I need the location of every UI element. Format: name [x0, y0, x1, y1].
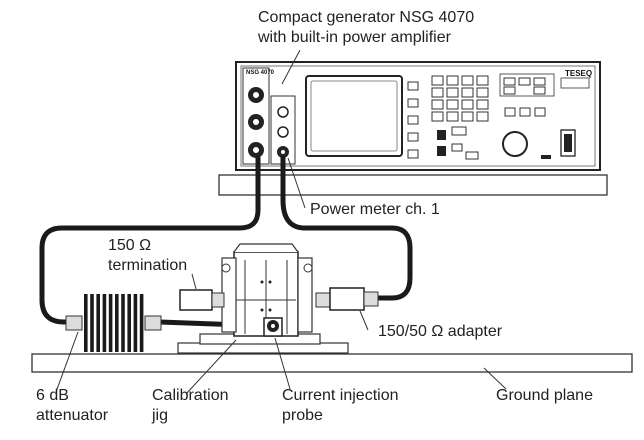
- rotary-knob-icon: [502, 131, 528, 157]
- attenuator-label-line2: attenuator: [36, 407, 109, 424]
- keypad: [431, 75, 489, 122]
- termination-label-line1: 150 Ω: [108, 237, 152, 254]
- attenuator-fin: [115, 294, 119, 352]
- attenuator-fin: [102, 294, 107, 352]
- attenuator-fin: [84, 294, 88, 352]
- leader-probe: [274, 337, 291, 390]
- leader-ground-plane: [483, 367, 507, 390]
- current-injection-probe: [263, 317, 283, 337]
- termination-label-line2: termination: [108, 257, 188, 274]
- attenuator-label-line1: 6 dB: [36, 387, 69, 404]
- attenuator-fin: [121, 294, 125, 352]
- ground-plane-label: Ground plane: [496, 387, 593, 404]
- keypad-key: [446, 87, 459, 98]
- keypad-key: [476, 111, 489, 122]
- power-switch-icon: [564, 134, 572, 152]
- keypad-key: [431, 99, 444, 110]
- generator-screen: [305, 75, 403, 157]
- generator-label-line1: Compact generator NSG 4070: [258, 9, 475, 26]
- leader-termination: [191, 273, 197, 290]
- device-brand-text: TESEQ: [565, 69, 593, 78]
- adapter-150-50-ohm: [315, 287, 379, 311]
- attenuator-fin: [133, 294, 138, 352]
- power-meter-label: Power meter ch. 1: [310, 201, 440, 218]
- keypad-key: [476, 75, 489, 86]
- attenuator-fin: [127, 294, 131, 352]
- cable-generator-to-attenuator: [39, 155, 261, 325]
- termination-150-ohm: [179, 289, 225, 311]
- attenuator-fin: [90, 294, 94, 352]
- probe-label-line2: probe: [282, 407, 323, 424]
- attenuator-6db: [65, 294, 162, 352]
- leader-attenuator: [55, 331, 79, 393]
- keypad-key: [431, 87, 444, 98]
- device-model-text: NSG 4070: [246, 70, 275, 76]
- keypad-key: [446, 99, 459, 110]
- leader-generator: [281, 49, 301, 85]
- keypad-key: [476, 99, 489, 110]
- generator-stand: [218, 174, 608, 196]
- keypad-key: [431, 111, 444, 122]
- keypad-key: [446, 111, 459, 122]
- calibration-label-line1: Calibration: [152, 387, 229, 404]
- keypad-key: [461, 111, 474, 122]
- keypad-key: [476, 87, 489, 98]
- keypad-key: [446, 75, 459, 86]
- keypad-key: [461, 87, 474, 98]
- adapter-label: 150/50 Ω adapter: [378, 323, 503, 340]
- keypad-key: [431, 75, 444, 86]
- keypad-key: [461, 75, 474, 86]
- ground-plane: [31, 353, 633, 373]
- attenuator-fin: [108, 294, 113, 352]
- leader-adapter: [359, 310, 369, 331]
- attenuator-fin: [96, 294, 100, 352]
- nsg-4070-generator: [235, 61, 601, 171]
- generator-label-line2: with built-in power amplifier: [258, 29, 451, 46]
- probe-label-line1: Current injection: [282, 387, 399, 404]
- leader-calibration: [185, 339, 237, 395]
- cable-power-meter-to-adapter: [280, 155, 413, 301]
- calibration-label-line2: jig: [152, 407, 169, 424]
- keypad-key: [461, 99, 474, 110]
- leader-power-meter: [287, 157, 306, 209]
- attenuator-fin: [139, 294, 144, 352]
